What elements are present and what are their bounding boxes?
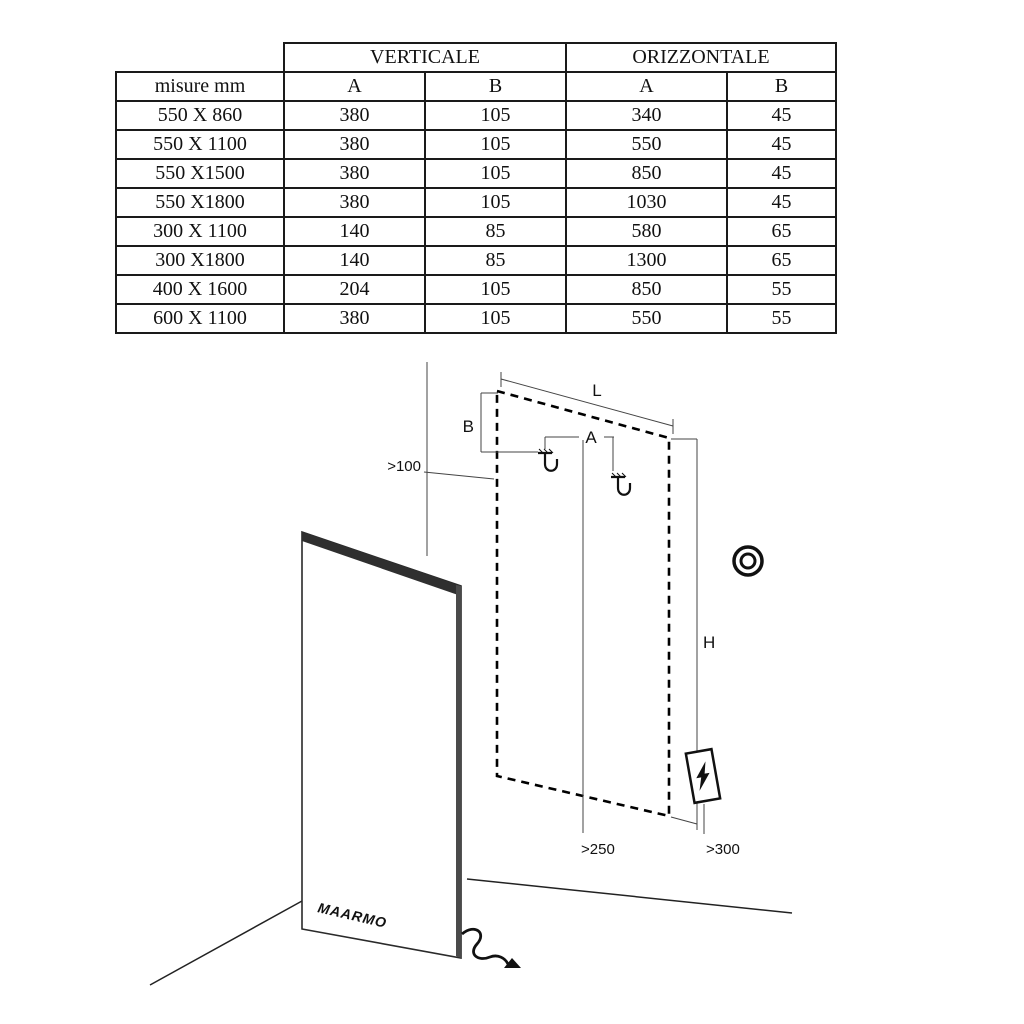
min-floor-distance-label: >250 bbox=[581, 841, 615, 858]
size-cell: 550 X1800 bbox=[115, 187, 285, 218]
dim-label-L: L bbox=[592, 381, 601, 400]
value-cell: 45 bbox=[726, 100, 837, 131]
value-cell: 1300 bbox=[565, 245, 728, 276]
value-cell: 850 bbox=[565, 158, 728, 189]
value-cell: 580 bbox=[565, 216, 728, 247]
value-cell: 140 bbox=[283, 245, 426, 276]
floor-line-left bbox=[149, 900, 303, 986]
power-outlet-icon bbox=[684, 747, 722, 805]
value-cell: 340 bbox=[565, 100, 728, 131]
dimensions-table: VERTICALE ORIZZONTALE misure mm A B A B … bbox=[115, 42, 837, 334]
value-cell: 204 bbox=[283, 274, 426, 305]
value-cell: 550 bbox=[565, 129, 728, 160]
value-cell: 105 bbox=[424, 129, 567, 160]
dimensions-table-wrap: VERTICALE ORIZZONTALE misure mm A B A B … bbox=[115, 42, 837, 334]
value-cell: 850 bbox=[565, 274, 728, 305]
col-header-vert-b: B bbox=[424, 71, 567, 102]
value-cell: 85 bbox=[424, 216, 567, 247]
maarmo-panel: MAARMO bbox=[301, 530, 462, 959]
value-cell: 550 bbox=[565, 303, 728, 334]
panel-top-edge bbox=[302, 532, 461, 596]
table-row: 300 X 1100 140 85 580 65 bbox=[115, 216, 837, 247]
value-cell: 105 bbox=[424, 303, 567, 334]
dim-label-H: H bbox=[703, 633, 715, 652]
value-cell: 380 bbox=[283, 100, 426, 131]
size-cell: 550 X 1100 bbox=[115, 129, 285, 160]
dim-label-B: B bbox=[463, 417, 474, 436]
value-cell: 65 bbox=[726, 216, 837, 247]
min-wall-distance-label: >100 bbox=[387, 458, 421, 475]
size-cell: 300 X 1100 bbox=[115, 216, 285, 247]
value-cell: 55 bbox=[726, 274, 837, 305]
value-cell: 380 bbox=[283, 303, 426, 334]
value-cell: 105 bbox=[424, 187, 567, 218]
value-cell: 105 bbox=[424, 100, 567, 131]
table-row: 300 X1800 140 85 1300 65 bbox=[115, 245, 837, 276]
min-outlet-distance-label: >300 bbox=[706, 841, 740, 858]
floor-line-right bbox=[466, 878, 793, 914]
value-cell: 105 bbox=[424, 274, 567, 305]
mounting-bracket-icon bbox=[611, 472, 632, 496]
dim-line-L bbox=[500, 378, 674, 427]
value-cell: 380 bbox=[283, 187, 426, 218]
value-cell: 45 bbox=[726, 129, 837, 160]
value-cell: 85 bbox=[424, 245, 567, 276]
table-row: 550 X1500 380 105 850 45 bbox=[115, 158, 837, 189]
table-row: 600 X 1100 380 105 550 55 bbox=[115, 303, 837, 334]
dim-label-A: A bbox=[585, 428, 597, 447]
dim-tick bbox=[670, 816, 698, 825]
min-wall-leader-line bbox=[423, 471, 495, 480]
thermostat-knob-icon bbox=[732, 545, 764, 577]
table-group-header-row: VERTICALE ORIZZONTALE bbox=[116, 42, 837, 73]
col-header-oriz-a: A bbox=[565, 71, 728, 102]
size-cell: 300 X1800 bbox=[115, 245, 285, 276]
value-cell: 105 bbox=[424, 158, 567, 189]
value-cell: 45 bbox=[726, 187, 837, 218]
size-cell: 600 X 1100 bbox=[115, 303, 285, 334]
col-header-vert-a: A bbox=[283, 71, 426, 102]
value-cell: 380 bbox=[283, 158, 426, 189]
cord-arrow bbox=[504, 958, 521, 968]
size-cell: 550 X1500 bbox=[115, 158, 285, 189]
col-header-misure: misure mm bbox=[115, 71, 285, 102]
panel-footprint-outline bbox=[495, 389, 671, 818]
table-row: 400 X 1600 204 105 850 55 bbox=[115, 274, 837, 305]
table-row: 550 X 1100 380 105 550 45 bbox=[115, 129, 837, 160]
value-cell: 65 bbox=[726, 245, 837, 276]
value-cell: 380 bbox=[283, 129, 426, 160]
table-row: 550 X1800 380 105 1030 45 bbox=[115, 187, 837, 218]
blank-cell bbox=[116, 43, 284, 72]
col-group-orizzontale: ORIZZONTALE bbox=[565, 42, 837, 73]
table-subheader-row: misure mm A B A B bbox=[115, 71, 837, 102]
value-cell: 140 bbox=[283, 216, 426, 247]
mounting-bracket-icon bbox=[538, 448, 559, 472]
value-cell: 1030 bbox=[565, 187, 728, 218]
col-header-oriz-b: B bbox=[726, 71, 837, 102]
value-cell: 45 bbox=[726, 158, 837, 189]
panel-right-edge bbox=[456, 585, 461, 958]
table-row: 550 X 860 380 105 340 45 bbox=[115, 100, 837, 131]
size-cell: 400 X 1600 bbox=[115, 274, 285, 305]
value-cell: 55 bbox=[726, 303, 837, 334]
col-group-verticale: VERTICALE bbox=[283, 42, 567, 73]
size-cell: 550 X 860 bbox=[115, 100, 285, 131]
power-cord bbox=[461, 927, 521, 968]
